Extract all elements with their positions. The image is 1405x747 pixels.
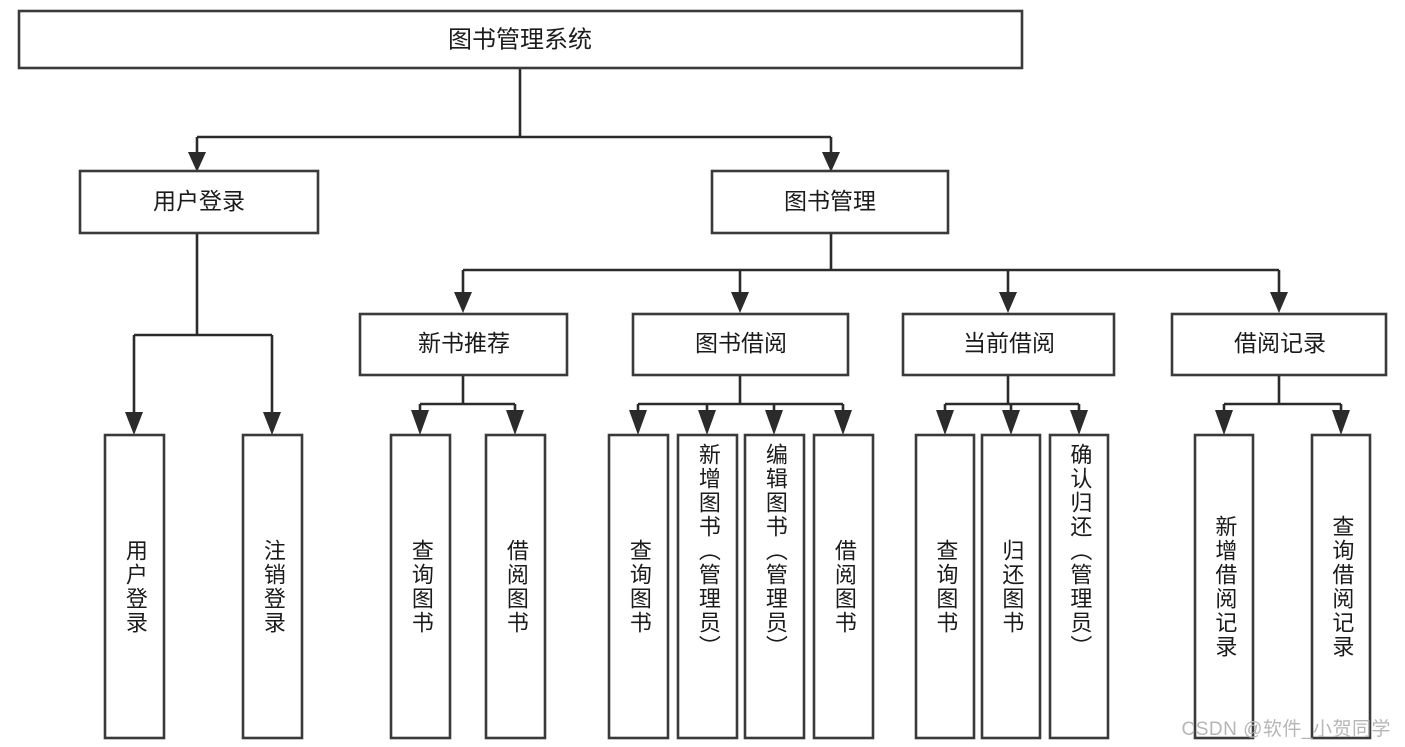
- leaf-box-borrow-book-1[interactable]: [484, 433, 547, 740]
- node-root[interactable]: 图书管理系统: [17, 9, 1024, 70]
- leaf-box-query-book-3[interactable]: [914, 433, 976, 740]
- node-borrow-record[interactable]: 借阅记录: [1170, 312, 1388, 377]
- arrow-leaf-borrow-book-2: [834, 410, 852, 435]
- arrow-leaf-user-login: [125, 412, 143, 435]
- arrow-to-borrow-record: [1270, 292, 1288, 313]
- arrow-to-current-borrow: [999, 292, 1017, 313]
- leaf-box-borrow-book-2[interactable]: [812, 433, 875, 740]
- leaf-box-confirm-return[interactable]: [1048, 433, 1110, 740]
- node-book-manage-box[interactable]: [710, 169, 950, 235]
- node-user-login[interactable]: 用户登录: [78, 169, 320, 235]
- node-new-book-recommend-label: 新书推荐: [418, 330, 510, 356]
- node-user-login-label: 用户登录: [153, 188, 245, 214]
- arrow-leaf-query-record: [1332, 410, 1350, 435]
- arrow-leaf-return-book: [1002, 410, 1020, 435]
- node-current-borrow[interactable]: 当前借阅: [901, 312, 1116, 377]
- arrow-leaf-user-logout: [263, 412, 281, 435]
- leaf-box-return-book[interactable]: [980, 433, 1042, 740]
- leaf-boxes-layer: [103, 433, 1372, 740]
- leaf-box-user-login[interactable]: [103, 433, 166, 740]
- leaf-box-add-record[interactable]: [1193, 433, 1255, 740]
- node-root-box[interactable]: [17, 9, 1024, 70]
- node-book-borrow-label: 图书借阅: [695, 330, 787, 356]
- arrow-to-book-borrow: [731, 292, 749, 313]
- arrow-to-new-book-recommend: [454, 292, 472, 313]
- arrow-leaf-query-book-2: [629, 410, 647, 435]
- watermark-text: CSDN @软件_小贺同学: [1181, 719, 1391, 740]
- arrow-to-book-manage: [822, 152, 840, 172]
- node-new-book-recommend-box[interactable]: [358, 312, 569, 377]
- node-book-manage[interactable]: 图书管理: [710, 169, 950, 235]
- edges-layer: [125, 68, 1350, 435]
- arrow-leaf-query-book-3: [936, 410, 954, 435]
- arrow-leaf-query-book-1: [411, 410, 429, 435]
- node-book-borrow[interactable]: 图书借阅: [631, 312, 850, 377]
- node-new-book-recommend[interactable]: 新书推荐: [358, 312, 569, 377]
- arrow-to-user-login: [188, 152, 206, 172]
- node-borrow-record-label: 借阅记录: [1234, 330, 1326, 356]
- leaf-box-query-book-2[interactable]: [607, 433, 670, 740]
- nodes-layer: 图书管理系统 用户登录 图书管理 新书推荐 图书借阅: [17, 9, 1388, 740]
- node-current-borrow-box[interactable]: [901, 312, 1116, 377]
- leaf-box-query-record[interactable]: [1310, 433, 1372, 740]
- leaf-box-add-book[interactable]: [676, 433, 739, 740]
- arrow-leaf-edit-book: [765, 410, 783, 435]
- node-book-manage-label: 图书管理: [784, 188, 876, 214]
- leaf-box-user-logout[interactable]: [241, 433, 304, 740]
- node-book-borrow-box[interactable]: [631, 312, 850, 377]
- node-root-label: 图书管理系统: [448, 26, 592, 53]
- leaf-box-edit-book[interactable]: [743, 433, 806, 740]
- arrow-leaf-add-record: [1215, 410, 1233, 435]
- arrow-leaf-borrow-book-1: [506, 410, 524, 435]
- node-user-login-box[interactable]: [78, 169, 320, 235]
- arrow-leaf-add-book: [698, 410, 716, 435]
- arrow-leaf-confirm-return: [1070, 410, 1088, 435]
- node-current-borrow-label: 当前借阅: [963, 330, 1055, 356]
- node-borrow-record-box[interactable]: [1170, 312, 1388, 377]
- leaf-box-query-book-1[interactable]: [389, 433, 452, 740]
